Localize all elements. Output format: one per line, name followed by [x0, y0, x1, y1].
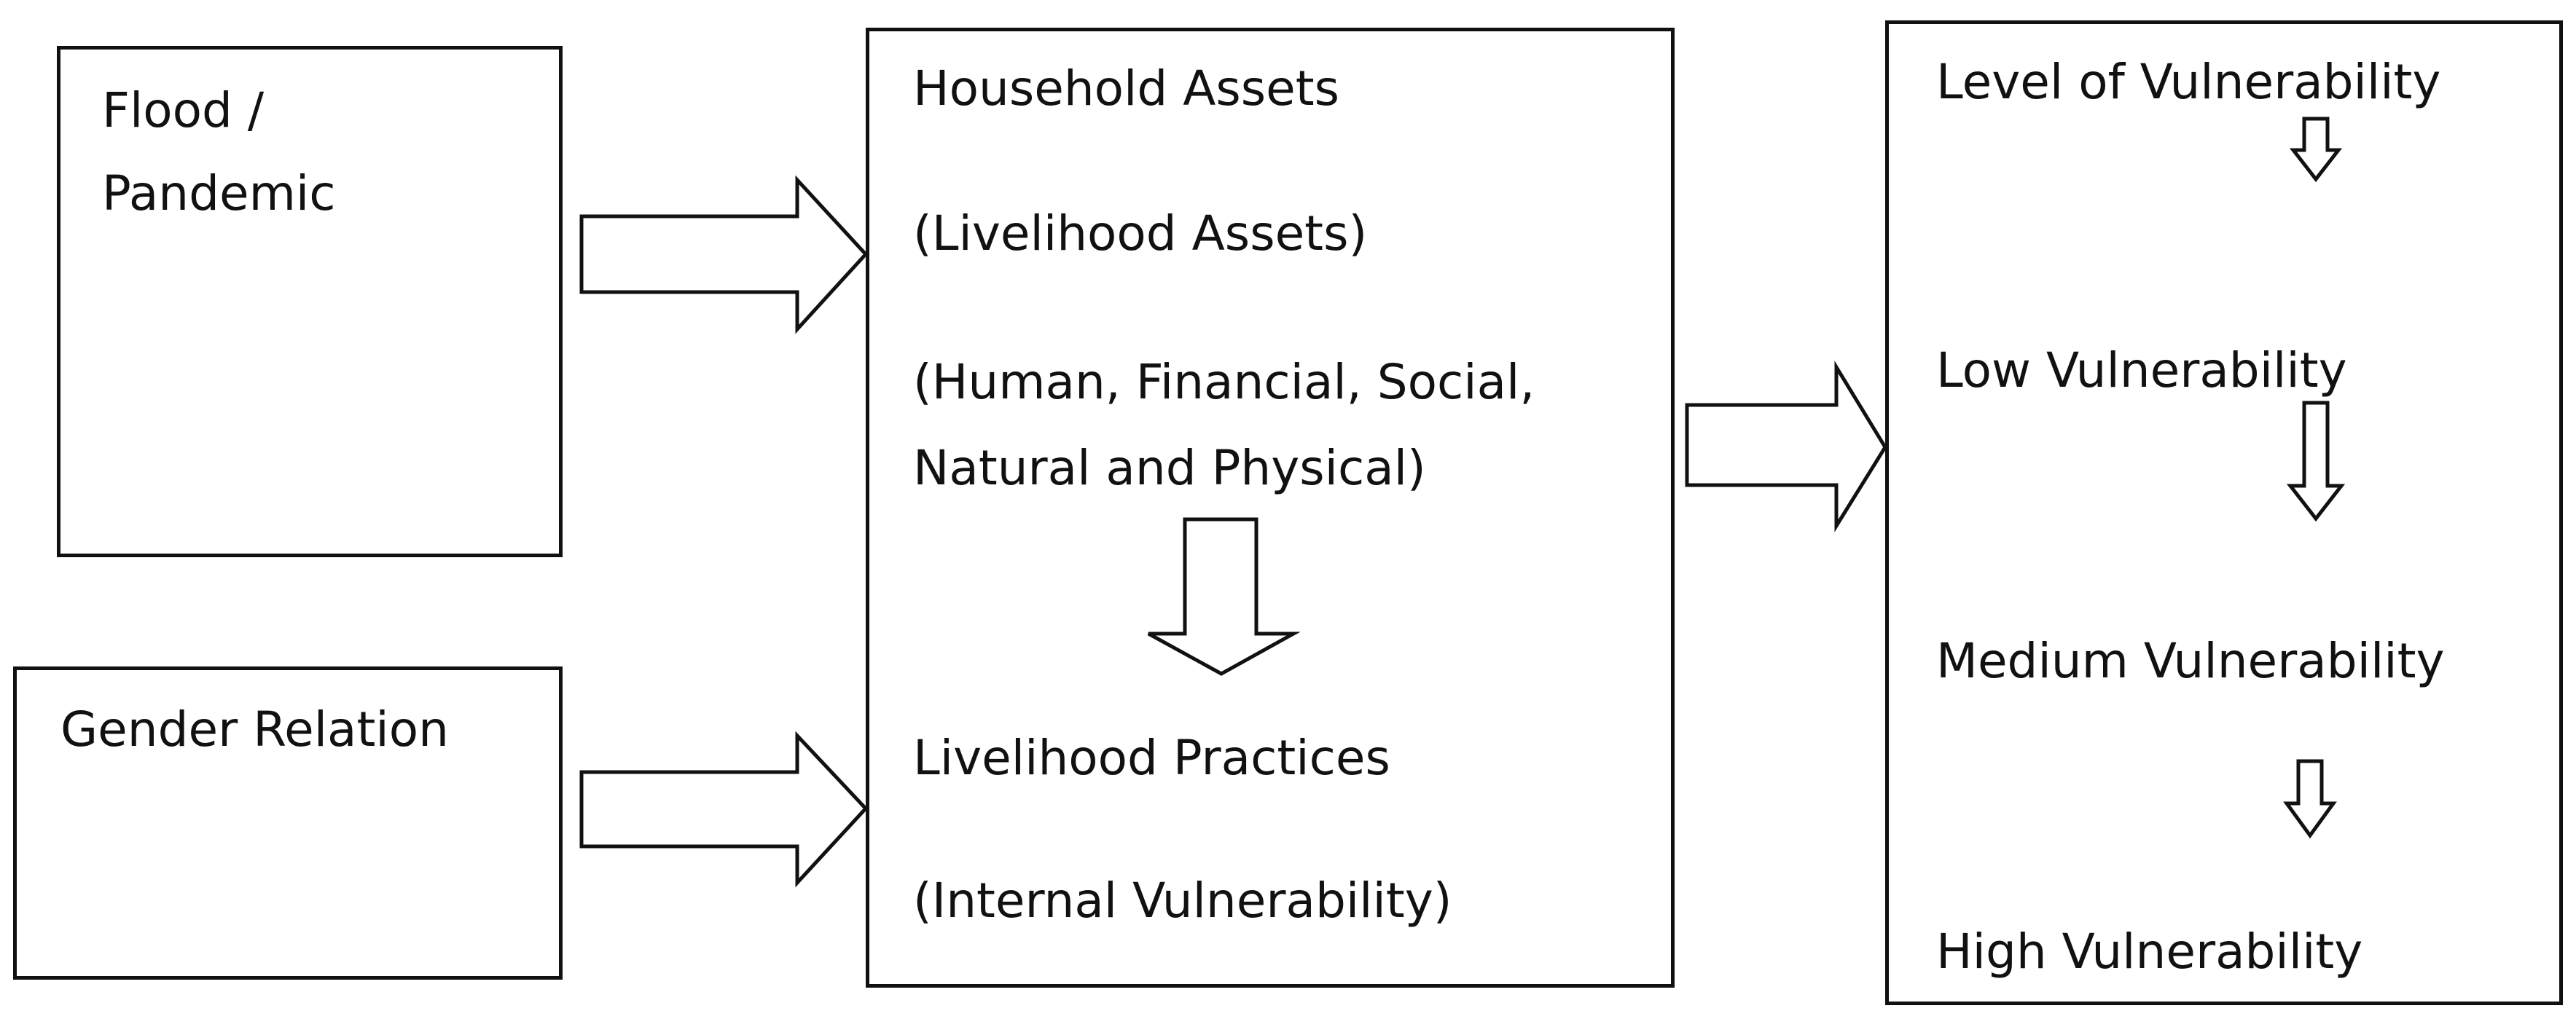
arrow-medium-to-high — [2283, 759, 2337, 839]
arrow-header-to-low — [2289, 117, 2343, 183]
arrow-flood-to-assets — [579, 175, 869, 334]
high-vulnerability-label: High Vulnerability — [1936, 924, 2363, 980]
livelihood-practices-label: Livelihood Practices — [913, 730, 1390, 786]
livelihood-assets-label: (Livelihood Assets) — [913, 205, 1368, 261]
flood-pandemic-box: Flood / Pandemic — [57, 46, 563, 557]
household-assets-box: Household Assets (Livelihood Assets) (Hu… — [866, 28, 1675, 988]
gender-relation-box: Gender Relation — [13, 666, 563, 980]
arrow-gender-to-practices — [579, 731, 869, 888]
low-vulnerability-label: Low Vulnerability — [1936, 342, 2347, 398]
internal-vulnerability-label: (Internal Vulnerability) — [913, 873, 1452, 929]
medium-vulnerability-label: Medium Vulnerability — [1936, 633, 2445, 689]
asset-types-line2: Natural and Physical) — [913, 440, 1426, 496]
arrow-low-to-medium — [2286, 401, 2346, 522]
arrow-assets-to-practices — [1147, 517, 1301, 676]
household-assets-title: Household Assets — [913, 60, 1340, 117]
pandemic-label: Pandemic — [102, 165, 336, 221]
flood-label: Flood / — [102, 82, 265, 138]
gender-relation-label: Gender Relation — [60, 701, 449, 758]
asset-types-line1: (Human, Financial, Social, — [913, 354, 1535, 410]
vulnerability-levels-box: Level of Vulnerability Low Vulnerability… — [1885, 20, 2563, 1005]
level-of-vulnerability-header: Level of Vulnerability — [1936, 54, 2441, 110]
arrow-assets-to-vulnerability — [1685, 361, 1887, 532]
